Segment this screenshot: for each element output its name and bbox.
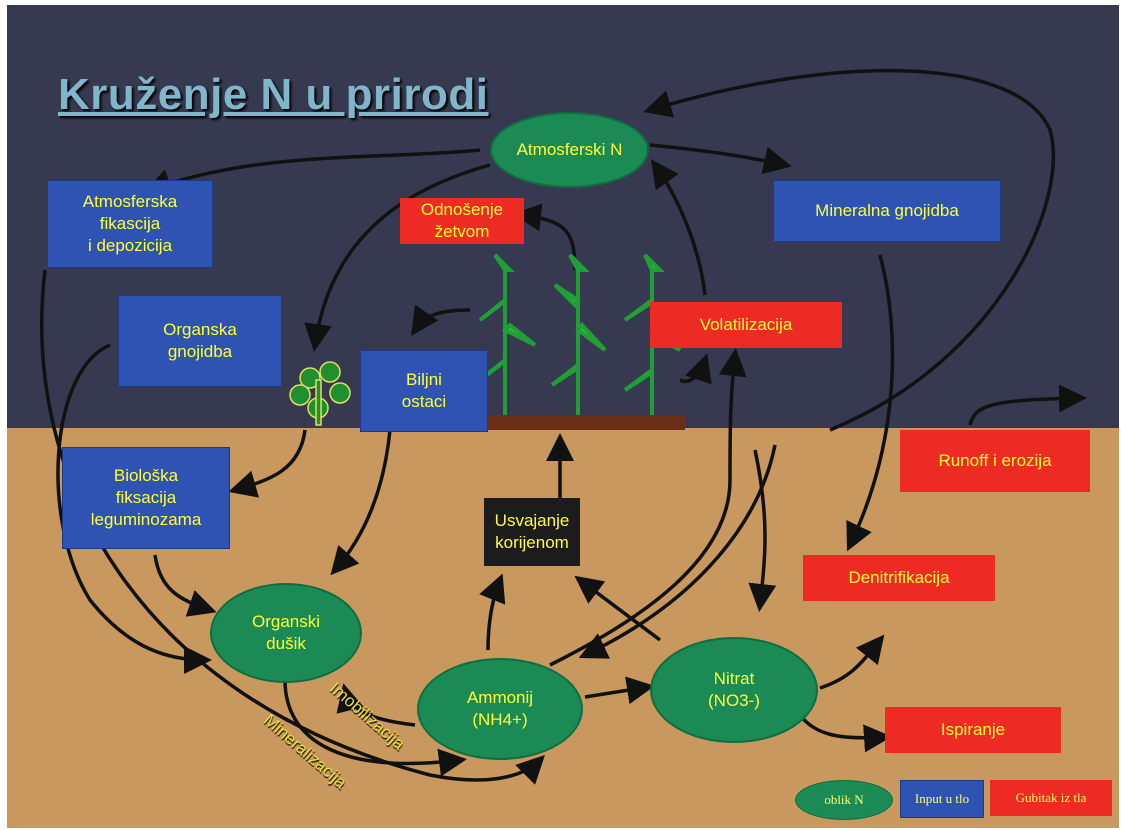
arrow-legume-to-residue bbox=[228, 429, 307, 498]
legume-plant-icon bbox=[289, 361, 351, 426]
arrow-ammonium-to-volat bbox=[549, 348, 747, 667]
arrow-atm-to-mineral bbox=[649, 143, 792, 175]
plant-residues-box: Biljni ostaci bbox=[360, 350, 488, 432]
arrow-ammonium-to-root bbox=[479, 573, 506, 651]
arrow-ammonium-to-organic bbox=[336, 683, 416, 727]
arrow-nitrate-to-root bbox=[574, 575, 662, 642]
root-uptake-box: Usvajanje korijenom bbox=[484, 498, 580, 566]
arrow-orgfert-to-organic bbox=[56, 343, 212, 674]
arrow-atm-to-atmfix bbox=[143, 148, 481, 196]
leaching-box: Ispiranje bbox=[885, 707, 1061, 753]
legend-input-label: Input u tlo bbox=[914, 791, 970, 806]
arrow-mineral-to-nitrate bbox=[748, 449, 777, 612]
arrow-ammonium-to-nitrate bbox=[584, 676, 655, 705]
legend-loss: Gubitak iz tla bbox=[990, 780, 1112, 816]
arrow-runoff-loop-to-atm bbox=[643, 68, 1056, 432]
arrow-volat-to-atm bbox=[650, 159, 707, 296]
mineral-fertilization-box: Mineralna gnojidba bbox=[773, 180, 1001, 242]
arrow-mineral-to-denitrif bbox=[846, 254, 895, 552]
arrow-plant-to-residue bbox=[411, 304, 471, 336]
soil-strip bbox=[480, 415, 685, 430]
runoff-erosion-box: Runoff i erozija bbox=[900, 430, 1090, 492]
biological-fixation-box: Biološka fiksacija leguminozama bbox=[62, 447, 230, 549]
arrow-mineral-to-ammonium bbox=[578, 444, 777, 659]
legend-loss-label: Gubitak iz tla bbox=[1015, 790, 1087, 805]
legend-form-n: oblik N bbox=[795, 780, 893, 820]
organic-n-node: Organski dušik bbox=[210, 583, 362, 683]
harvest-removal-box: Odnošenje žetvom bbox=[400, 198, 524, 244]
legend-form-label: oblik N bbox=[824, 792, 864, 807]
arrow-atmfix-to-organic bbox=[40, 269, 545, 785]
legend-input: Input u tlo bbox=[900, 780, 984, 818]
arrow-organic-to-ammonium bbox=[283, 679, 467, 777]
arrow-atm-to-residue bbox=[304, 163, 491, 352]
arrow-runoff-out bbox=[968, 384, 1087, 426]
denitrification-box: Denitrifikacija bbox=[803, 555, 995, 601]
arrow-plant-to-volat bbox=[679, 353, 712, 385]
nitrate-node: Nitrat (NO3-) bbox=[650, 637, 818, 743]
volatilization-box: Volatilizacija bbox=[650, 302, 842, 348]
arrow-plant-to-harvest bbox=[513, 203, 577, 271]
ammonium-node: Ammonij (NH4+) bbox=[417, 658, 583, 760]
atmospheric-n-node: Atmosferski N bbox=[490, 112, 649, 188]
atmospheric-fixation-box: Atmosferska fikascija i depozicija bbox=[47, 180, 213, 268]
arrow-nitrate-to-denitrif bbox=[819, 634, 885, 690]
arrow-residue-to-organic bbox=[330, 429, 392, 576]
page-title: Kruženje N u prirodi bbox=[58, 70, 489, 119]
organic-fertilization-box: Organska gnojidba bbox=[118, 295, 282, 387]
arrow-nitrate-to-leaching bbox=[798, 713, 892, 753]
arrow-biofix-to-organic bbox=[153, 554, 217, 617]
